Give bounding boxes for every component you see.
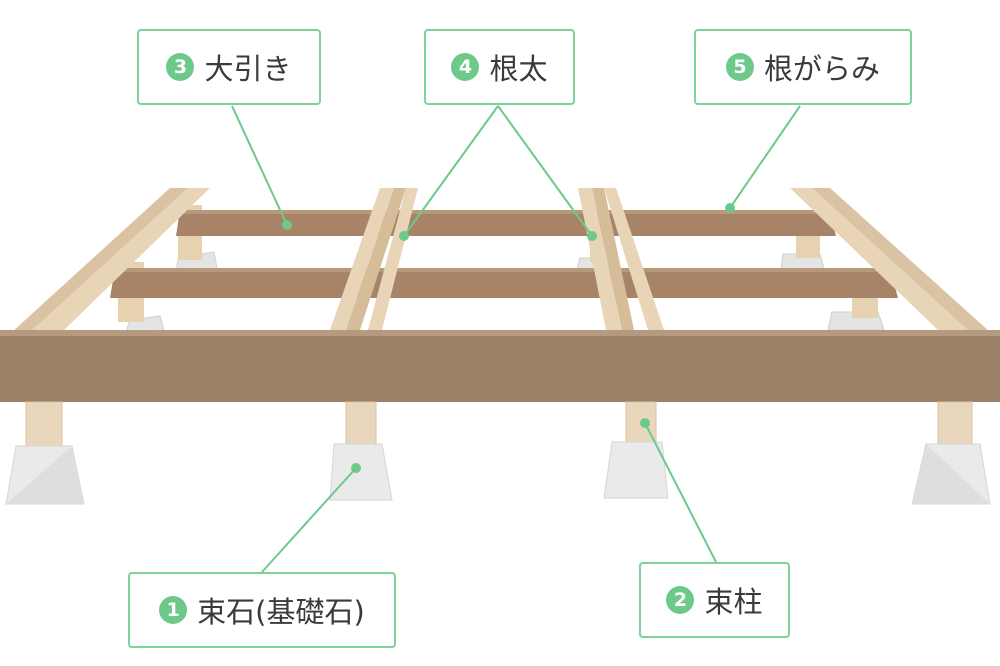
number-badge: 4 (451, 53, 480, 81)
posts-front (25, 401, 973, 447)
callout-label: 束柱 (704, 585, 763, 619)
dot-neda-right (587, 231, 597, 241)
callout-label: 根太 (489, 52, 548, 86)
side-rail-left (12, 188, 210, 332)
callout-negarami: 5 根がらみ (694, 29, 912, 105)
callout-neda: 4 根太 (424, 29, 575, 105)
callout-tsukaishi: 1 束石(基礎石) (128, 572, 396, 648)
callout-tsukabashira: 2 束柱 (639, 562, 790, 638)
leader-dots (282, 203, 735, 473)
dot-oobiki (282, 220, 292, 230)
number-badge: 2 (666, 586, 695, 614)
callout-oobiki: 3 大引き (137, 29, 321, 105)
side-rail-right (790, 188, 990, 332)
dot-tsukabashira (640, 418, 650, 428)
callout-label: 大引き (204, 52, 292, 86)
joists (330, 188, 664, 330)
number-badge: 1 (159, 596, 188, 624)
leader-lines (231, 105, 801, 573)
callout-label: 根がらみ (763, 52, 880, 86)
dot-tsukaishi (351, 463, 361, 473)
dot-neda-left (399, 231, 409, 241)
front-beam (0, 330, 1000, 402)
foundation-stones-front (5, 441, 991, 505)
callout-label: 束石(基礎石) (197, 595, 365, 629)
beams (110, 210, 898, 298)
number-badge: 5 (725, 53, 754, 81)
dot-negarami (725, 203, 735, 213)
number-badge: 3 (166, 53, 195, 81)
